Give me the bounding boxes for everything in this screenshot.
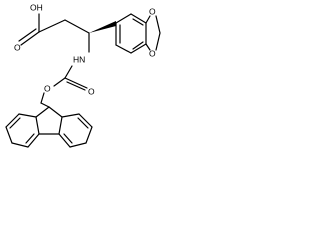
left-ring-bond-5 <box>5 113 20 128</box>
right-ring-bond-5 <box>78 113 93 128</box>
bond-o-ch2-top <box>155 15 161 34</box>
ring-bond-6 <box>115 13 132 24</box>
carboxylic-acid-group: OH O <box>14 2 90 52</box>
bond-ar-o-top <box>145 15 151 24</box>
chemical-structure: OH O O O HN O O <box>5 2 161 148</box>
left-ring-bond-1 <box>35 116 40 135</box>
right-ring-inner-2 <box>77 117 89 129</box>
benzodioxole-ring: O O <box>115 6 161 58</box>
right-ring-bond-3 <box>69 142 87 148</box>
carbamate-group: HN O O <box>40 32 95 108</box>
right-ring-bond-2 <box>58 133 71 148</box>
left-ring-bond-2 <box>27 133 40 148</box>
fluorene-c9-right <box>48 106 63 118</box>
ring-inner-double-2 <box>132 41 144 50</box>
stereo-wedge-bond <box>89 21 116 33</box>
ring-bond-5 <box>130 13 147 24</box>
left-ring-inner-1 <box>25 133 35 144</box>
bond-ar-o-bottom <box>145 43 151 51</box>
left-ring-inner-2 <box>9 117 21 129</box>
left-ring-bond-4 <box>5 126 13 144</box>
carbamate-carbonyl-oxygen-label: O <box>88 86 95 96</box>
dioxole-oxygen-bottom-label: O <box>149 48 156 58</box>
bond-c-ch2 <box>38 19 66 33</box>
right-ring-inner-1 <box>63 133 73 144</box>
bond-carbonyl-o-double-2 <box>66 81 86 91</box>
left-ring-bond-3 <box>11 142 29 148</box>
bond-c-o-double-2 <box>18 28 37 42</box>
bond-ch2-chiral <box>64 19 90 34</box>
dioxole-oxygen-top-label: O <box>149 6 156 16</box>
fluorene-system <box>5 106 93 148</box>
bond-c-o-double-1 <box>20 31 40 46</box>
amide-nh-label: HN <box>73 54 85 64</box>
bond-nh-carbonyl <box>64 65 73 79</box>
bond-o-ch2-bottom <box>155 32 161 51</box>
bond-carbonyl-ether-o <box>53 77 66 87</box>
bond-carbonyl-o-double-1 <box>64 77 88 89</box>
fluorene-c9-left <box>35 106 50 118</box>
ring-bond-3 <box>130 43 147 54</box>
left-ring-bond-6 <box>18 113 37 118</box>
bond-ch2-fluorenyl <box>40 102 50 108</box>
right-ring-bond-6 <box>61 113 80 118</box>
ring-bond-2 <box>115 44 132 54</box>
ring-inner-double-3 <box>132 18 144 26</box>
acid-hydroxyl-label: OH <box>30 2 43 12</box>
right-ring-bond-4 <box>85 126 93 144</box>
acid-carbonyl-oxygen-label: O <box>14 42 21 52</box>
carbamate-ether-oxygen-label: O <box>44 83 51 93</box>
right-ring-bond-1 <box>58 116 63 135</box>
bond-ether-o-ch2 <box>40 92 45 104</box>
